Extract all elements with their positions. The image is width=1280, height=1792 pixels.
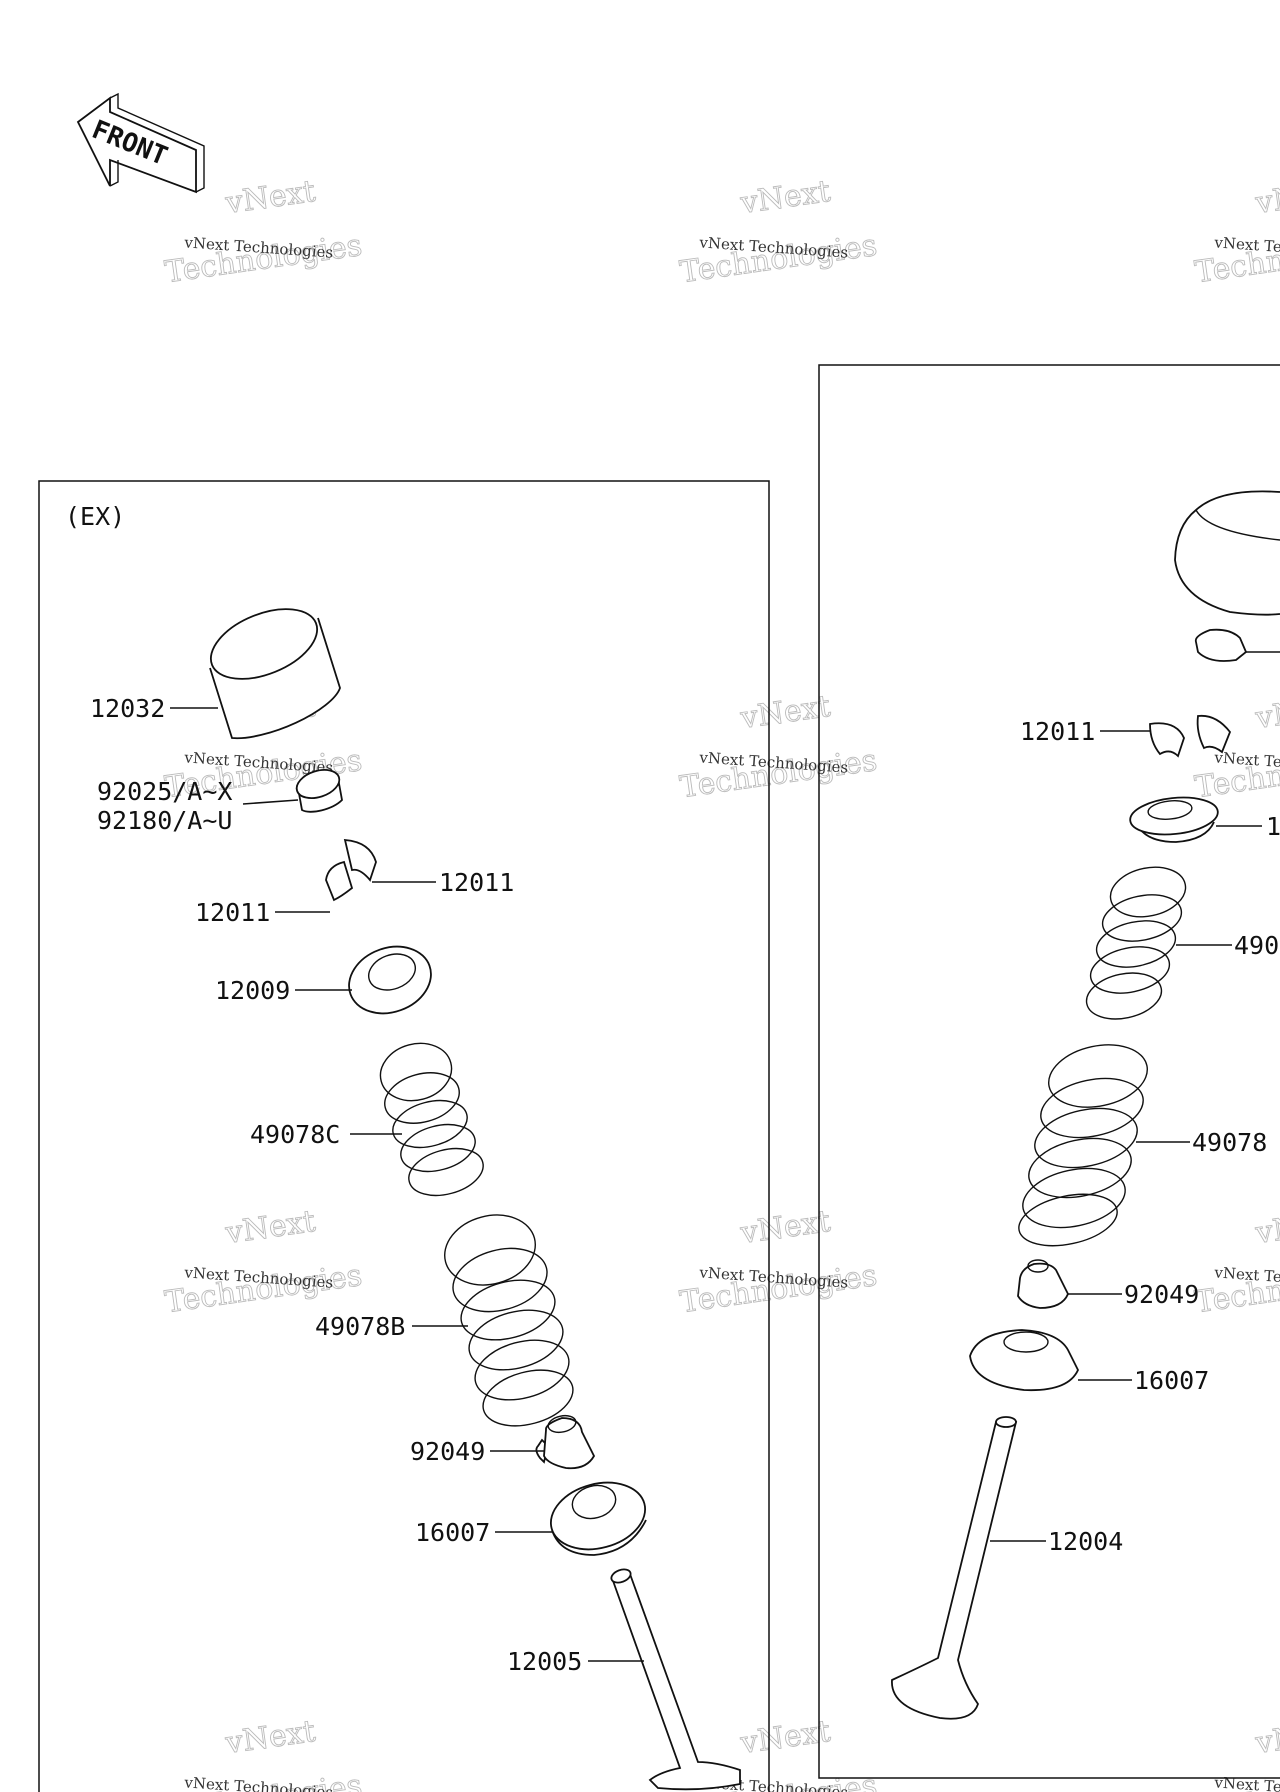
exhaust-valve-part — [610, 1568, 741, 1791]
spring-seat-part — [550, 1481, 647, 1556]
ex-panel-border — [38, 480, 770, 1792]
svg-text:vNext: vNext — [1253, 1204, 1280, 1251]
part-label-12011-right: 12011 — [439, 868, 514, 897]
part-label-92025: 92025/A~X — [97, 777, 232, 806]
svg-text:vNext: vNext — [738, 174, 833, 221]
intake-valve-part — [891, 1416, 1046, 1720]
ex-leader-lines — [170, 707, 644, 1662]
svg-text:vNext: vNext — [223, 1204, 318, 1251]
part-label-12032: 12032 — [90, 694, 165, 723]
svg-text:vNext Technologies: vNext Technologies — [1213, 1773, 1280, 1792]
svg-text:vNext: vNext — [1253, 689, 1280, 736]
watermark: vNext Technologies vNext Technologies — [677, 688, 879, 805]
stem-seal-part — [535, 1414, 596, 1470]
svg-text:vNext: vNext — [223, 1714, 318, 1761]
watermark-group: vNext Technologies vNext Technologies vN… — [162, 173, 1280, 1792]
watermark: vNext Technologies vNext Technologies — [162, 1203, 364, 1320]
part-label-92180: 92180/A~U — [97, 806, 232, 835]
watermark: vNext Technologies vNext Technologies — [1192, 173, 1280, 290]
watermark: vNext Technologies vNext Technologies — [1192, 688, 1280, 805]
spring-seat-part — [969, 1329, 1132, 1392]
shim-part — [1194, 628, 1280, 662]
part-label-12011-left: 12011 — [195, 898, 270, 927]
part-label-12004: 12004 — [1048, 1527, 1123, 1556]
svg-text:vNext Technologies: vNext Technologies — [1213, 1263, 1280, 1291]
front-arrow-icon: FRONT — [76, 92, 205, 194]
stem-seal-part — [1017, 1259, 1122, 1309]
part-label-49078: 49078 — [1192, 1128, 1267, 1157]
watermark: vNext Technologies vNext Technologies — [162, 1713, 364, 1792]
watermark: vNext Technologies vNext Technologies — [677, 1203, 879, 1320]
part-label-cut-retainer: 1 — [1266, 812, 1280, 841]
part-label-12005: 12005 — [507, 1647, 582, 1676]
watermark: vNext Technologies vNext Technologies — [677, 173, 879, 290]
part-label-49078b: 49078B — [315, 1312, 405, 1341]
outer-spring-part — [444, 1214, 574, 1427]
part-label-92049: 92049 — [1124, 1280, 1199, 1309]
svg-text:vNext: vNext — [1253, 1714, 1280, 1761]
part-label-92049: 92049 — [410, 1437, 485, 1466]
retainer-part — [1129, 796, 1262, 843]
in-panel-border — [818, 364, 1280, 1779]
in-panel: 12011 1 490 49078 92049 16007 12004 — [818, 364, 1280, 1779]
part-label-12009: 12009 — [215, 976, 290, 1005]
part-label-49078c: 49078C — [250, 1120, 340, 1149]
watermark: vNext Technologies vNext Technologies — [162, 173, 364, 290]
svg-text:vNext Technologies: vNext Technologies — [1213, 748, 1280, 776]
inner-spring-part — [379, 1042, 484, 1197]
tappet-part — [209, 608, 341, 740]
svg-text:vNext: vNext — [1253, 174, 1280, 221]
shim-part — [295, 768, 343, 813]
keeper-part — [325, 839, 377, 902]
keeper-part — [1149, 714, 1232, 758]
retainer-part — [348, 945, 432, 1015]
inner-spring-part — [1085, 866, 1232, 1020]
outer-spring-part — [1018, 1044, 1190, 1247]
ex-panel: (EX) — [38, 480, 770, 1792]
watermark: vNext Technologies vNext Technologies — [1192, 1713, 1280, 1792]
part-label-16007: 16007 — [415, 1518, 490, 1547]
part-label-12011: 12011 — [1020, 717, 1095, 746]
tappet-part — [1174, 490, 1280, 616]
part-label-cut-spring: 490 — [1234, 931, 1279, 960]
ex-panel-title: (EX) — [65, 502, 125, 531]
svg-text:vNext: vNext — [223, 174, 318, 221]
part-label-16007: 16007 — [1134, 1366, 1209, 1395]
